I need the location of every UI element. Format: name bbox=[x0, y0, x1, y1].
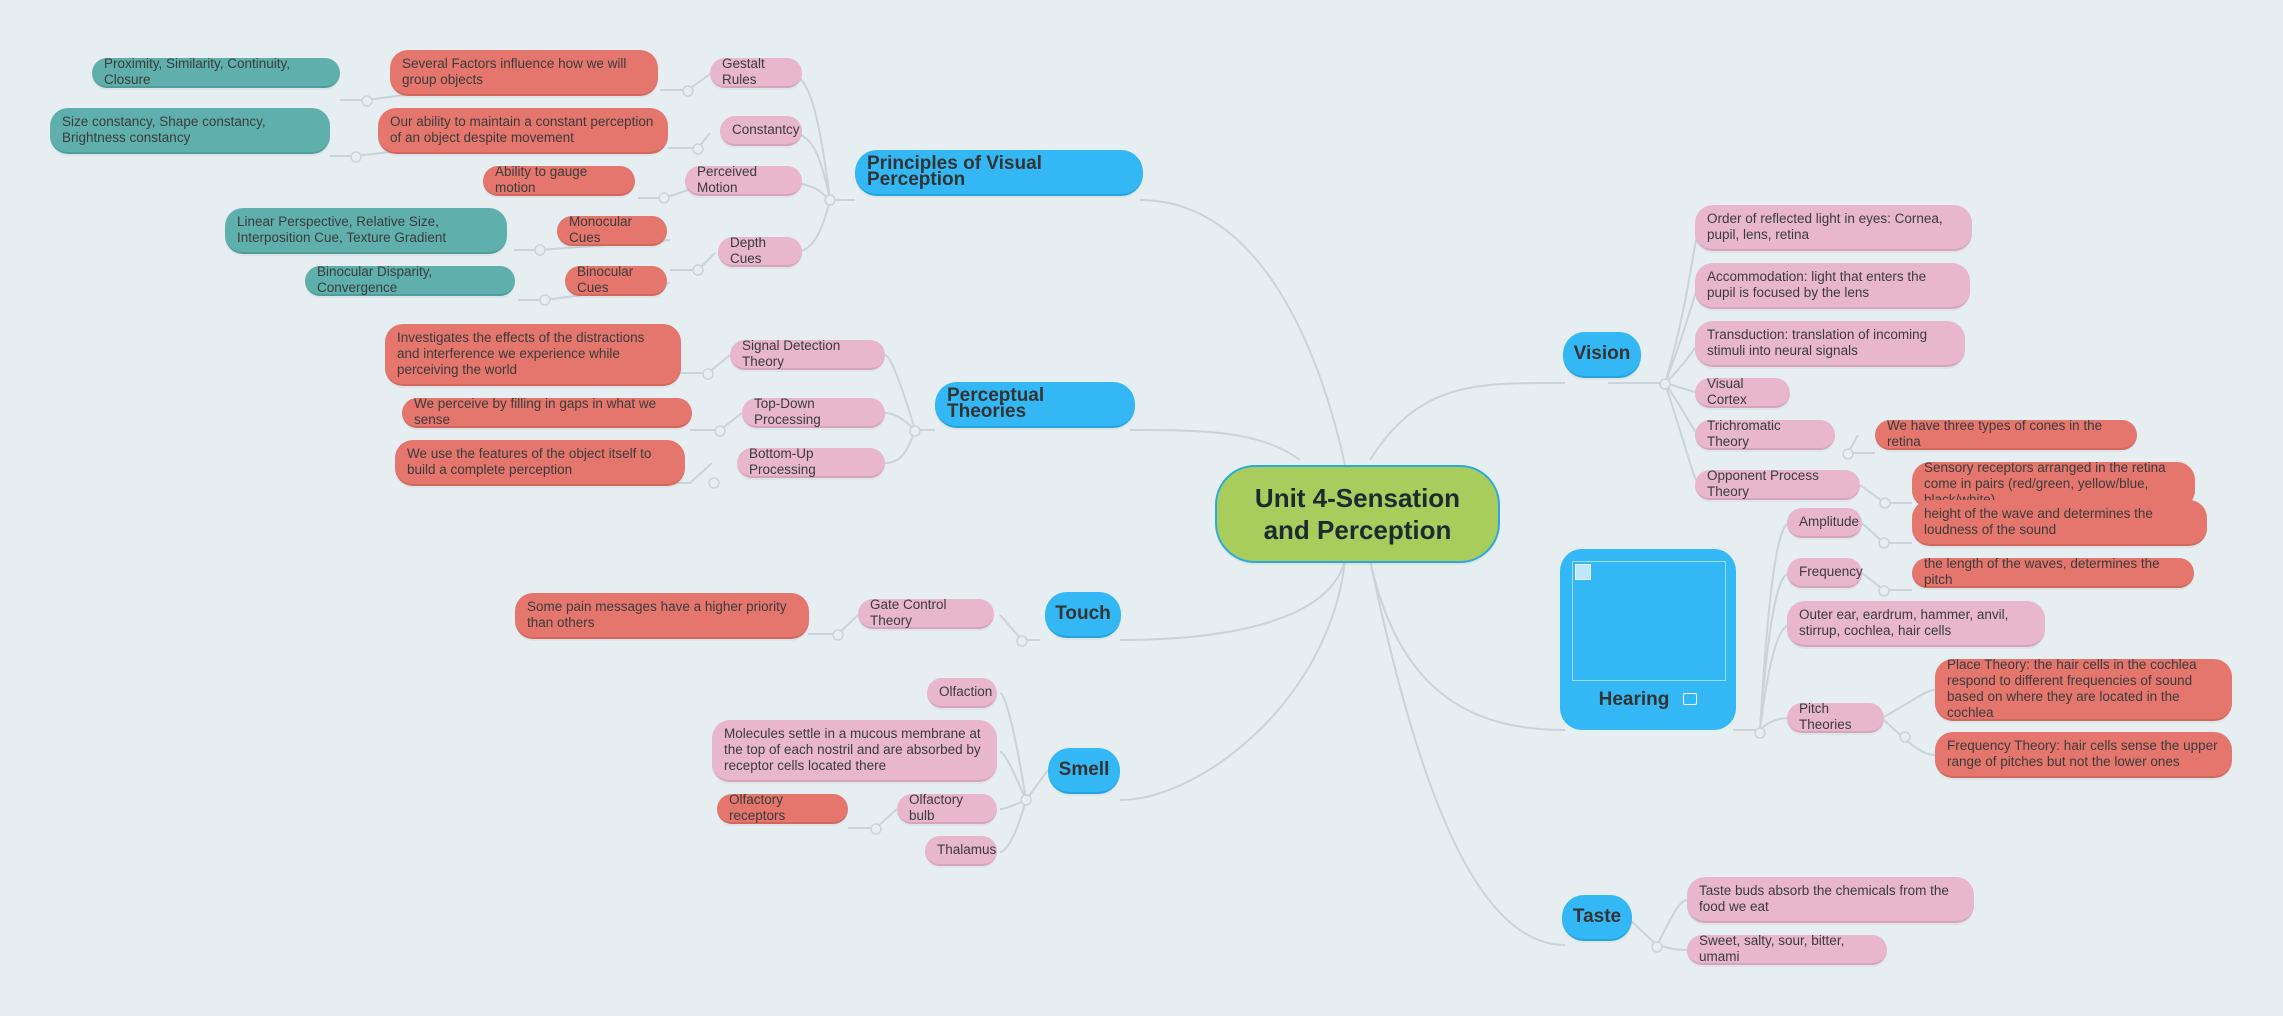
opponent-process-node[interactable]: Opponent Process Theory bbox=[1695, 468, 1860, 500]
place-theory-node[interactable]: Place Theory: the hair cells in the coch… bbox=[1935, 657, 2232, 721]
branch-perceptual-theories[interactable]: Perceptual Theories bbox=[935, 382, 1135, 428]
signal-detection-node[interactable]: Signal Detection Theory bbox=[730, 338, 885, 370]
thalamus-node[interactable]: Thalamus bbox=[925, 836, 997, 866]
constancy-examples[interactable]: Size constancy, Shape constancy, Brightn… bbox=[50, 108, 330, 154]
frequency-theory-node[interactable]: Frequency Theory: hair cells sense the u… bbox=[1935, 732, 2232, 778]
vision-item-visual-cortex[interactable]: Visual Cortex bbox=[1695, 376, 1790, 408]
pitch-theories-node[interactable]: Pitch Theories bbox=[1787, 701, 1884, 733]
perceived-motion-node[interactable]: Perceived Motion bbox=[685, 164, 802, 196]
bottom-up-description[interactable]: We use the features of the object itself… bbox=[395, 440, 685, 486]
bottom-up-node[interactable]: Bottom-Up Processing bbox=[737, 446, 885, 478]
mucous-membrane-node[interactable]: Molecules settle in a mucous membrane at… bbox=[712, 720, 997, 782]
top-down-description[interactable]: We perceive by filling in gaps in what w… bbox=[402, 396, 692, 428]
broken-image-icon bbox=[1575, 564, 1591, 580]
taste-types-node[interactable]: Sweet, salty, sour, bitter, umami bbox=[1687, 933, 1887, 965]
binocular-examples[interactable]: Binocular Disparity, Convergence bbox=[305, 264, 515, 296]
hearing-image bbox=[1572, 561, 1726, 681]
branch-touch[interactable]: Touch bbox=[1045, 592, 1121, 638]
frequency-description[interactable]: the length of the waves, determines the … bbox=[1912, 556, 2194, 588]
gate-control-node[interactable]: Gate Control Theory bbox=[858, 597, 994, 629]
amplitude-node[interactable]: Amplitude bbox=[1787, 508, 1862, 538]
frequency-node[interactable]: Frequency bbox=[1787, 558, 1863, 588]
branch-hearing[interactable]: Hearing bbox=[1560, 549, 1736, 730]
hearing-label: Hearing bbox=[1560, 689, 1736, 711]
taste-buds-node[interactable]: Taste buds absorb the chemicals from the… bbox=[1687, 877, 1974, 923]
branch-taste[interactable]: Taste bbox=[1562, 895, 1632, 941]
amplitude-description[interactable]: height of the wave and determines the lo… bbox=[1912, 500, 2207, 546]
vision-item-reflected-light[interactable]: Order of reflected light in eyes: Cornea… bbox=[1695, 205, 1972, 251]
monocular-cues-node[interactable]: Monocular Cues bbox=[557, 214, 667, 246]
branch-principles-visual-perception[interactable]: Principles of Visual Perception bbox=[855, 150, 1143, 196]
gestalt-rules-node[interactable]: Gestalt Rules bbox=[710, 56, 802, 88]
perceived-motion-description[interactable]: Ability to gauge motion bbox=[483, 164, 635, 196]
gestalt-examples[interactable]: Proximity, Similarity, Continuity, Closu… bbox=[92, 56, 340, 88]
constancy-description[interactable]: Our ability to maintain a constant perce… bbox=[378, 108, 668, 154]
gate-control-description[interactable]: Some pain messages have a higher priorit… bbox=[515, 593, 809, 639]
binocular-cues-node[interactable]: Binocular Cues bbox=[565, 264, 667, 296]
gestalt-description[interactable]: Several Factors influence how we will gr… bbox=[390, 50, 658, 96]
branch-vision[interactable]: Vision bbox=[1563, 332, 1641, 378]
top-down-node[interactable]: Top-Down Processing bbox=[742, 396, 885, 428]
trichromatic-node[interactable]: Trichromatic Theory bbox=[1695, 418, 1835, 450]
depth-cues-node[interactable]: Depth Cues bbox=[718, 235, 802, 267]
ear-anatomy-node[interactable]: Outer ear, eardrum, hammer, anvil, stirr… bbox=[1787, 601, 2045, 647]
olfactory-receptors-node[interactable]: Olfactory receptors bbox=[717, 792, 848, 824]
olfaction-node[interactable]: Olfaction bbox=[927, 678, 997, 708]
vision-item-transduction[interactable]: Transduction: translation of incoming st… bbox=[1695, 321, 1965, 367]
constancy-node[interactable]: Constantcy bbox=[720, 116, 802, 146]
vision-item-accommodation[interactable]: Accommodation: light that enters the pup… bbox=[1695, 263, 1970, 309]
signal-detection-description[interactable]: Investigates the effects of the distract… bbox=[385, 324, 681, 386]
image-icon[interactable] bbox=[1683, 693, 1698, 705]
central-topic[interactable]: Unit 4-Sensation and Perception bbox=[1215, 465, 1500, 563]
olfactory-bulb-node[interactable]: Olfactory bulb bbox=[897, 792, 997, 824]
monocular-examples[interactable]: Linear Perspective, Relative Size, Inter… bbox=[225, 208, 507, 254]
trichromatic-description[interactable]: We have three types of cones in the reti… bbox=[1875, 418, 2137, 450]
branch-smell[interactable]: Smell bbox=[1048, 748, 1120, 794]
